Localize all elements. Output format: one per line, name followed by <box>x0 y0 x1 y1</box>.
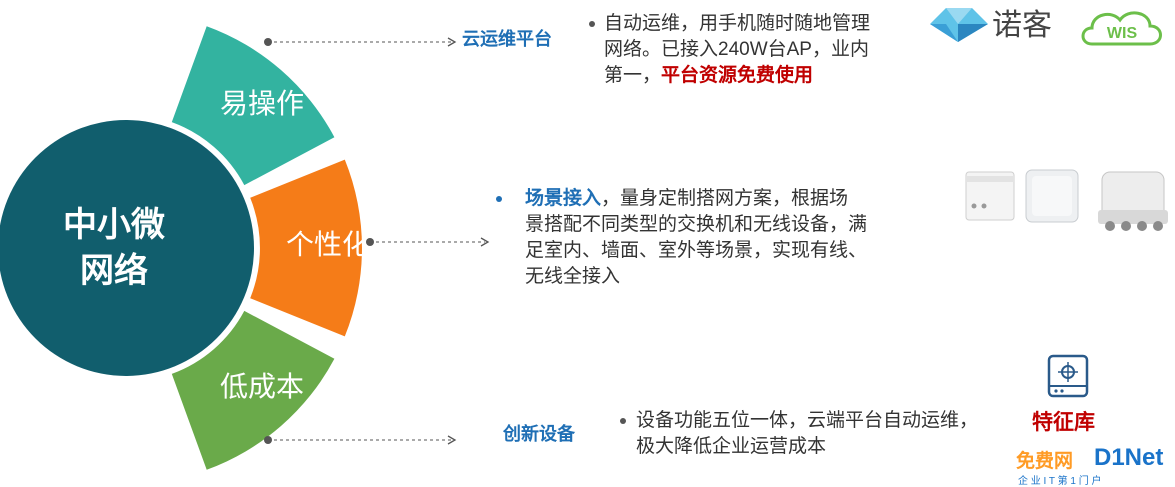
wall-ap-device-icon <box>965 171 1015 221</box>
watermark-brand: D1Net <box>1094 444 1164 471</box>
row2-bullet <box>496 196 502 202</box>
watermark-overlay-text: 免费网 <box>1016 451 1074 472</box>
segment-label-easy: 易操作 <box>220 88 304 119</box>
row1-line3-plain: 第一， <box>604 65 662 86</box>
connector-dot-2 <box>366 238 374 246</box>
wis-cloud-icon <box>1081 11 1162 46</box>
row3-highlight: 特征库 <box>1032 411 1095 434</box>
segment-label-lowcost: 低成本 <box>220 371 304 402</box>
center-title-line2: 网络 <box>80 251 148 290</box>
row1-heading: 云运维平台 <box>462 29 552 49</box>
row2-line4: 无线全接入 <box>525 266 621 287</box>
row1-bullet <box>589 21 595 27</box>
arrowhead-2 <box>480 237 490 247</box>
row1-highlight: 平台资源免费使用 <box>661 65 814 86</box>
row3-bullet <box>620 418 626 424</box>
feature-library-device-icon <box>1047 354 1089 398</box>
ceiling-ap-device-icon <box>1025 169 1079 223</box>
wis-logo-text: WIS <box>1107 25 1138 42</box>
connector-dot-1 <box>264 38 272 46</box>
connector-dot-3 <box>264 436 272 444</box>
row1-line2: 网络。已接入240W台AP，业内 <box>604 39 869 60</box>
row3-heading: 创新设备 <box>503 424 575 444</box>
center-circle <box>0 120 254 376</box>
nuoke-logo-icon <box>930 8 988 42</box>
watermark-subtitle: 企 业 I T 第 1 门 户 <box>1018 476 1102 487</box>
arrowhead-3 <box>447 435 457 445</box>
segment-personalized <box>250 159 362 337</box>
row2-line1-rest: ，量身定制搭网方案，根据场 <box>601 188 849 209</box>
row1-line1: 自动运维，用手机随时随地管理 <box>604 13 871 34</box>
row1-line3: 第一，平台资源免费使用 <box>604 64 813 88</box>
segment-label-personal: 个性化 <box>286 229 370 260</box>
row2-line3: 足室内、墙面、室外等场景，实现有线、 <box>525 240 868 261</box>
row3-line1: 设备功能五位一体，云端平台自动运维， <box>636 410 979 431</box>
row2-highlight: 场景接入 <box>525 188 602 209</box>
center-title-line1: 中小微 <box>63 206 165 244</box>
outdoor-ap-device-icon <box>1098 171 1168 231</box>
segment-easy-to-use <box>171 26 335 186</box>
row2-line2: 景搭配不同类型的交换机和无线设备，满 <box>525 214 868 235</box>
row2-line1: 场景接入，量身定制搭网方案，根据场 <box>525 187 848 211</box>
row3-line2: 极大降低企业运营成本 <box>636 436 827 457</box>
arrowhead-1 <box>447 37 457 47</box>
nuoke-logo-text: 诺客 <box>992 9 1052 42</box>
segment-low-cost <box>171 310 335 470</box>
